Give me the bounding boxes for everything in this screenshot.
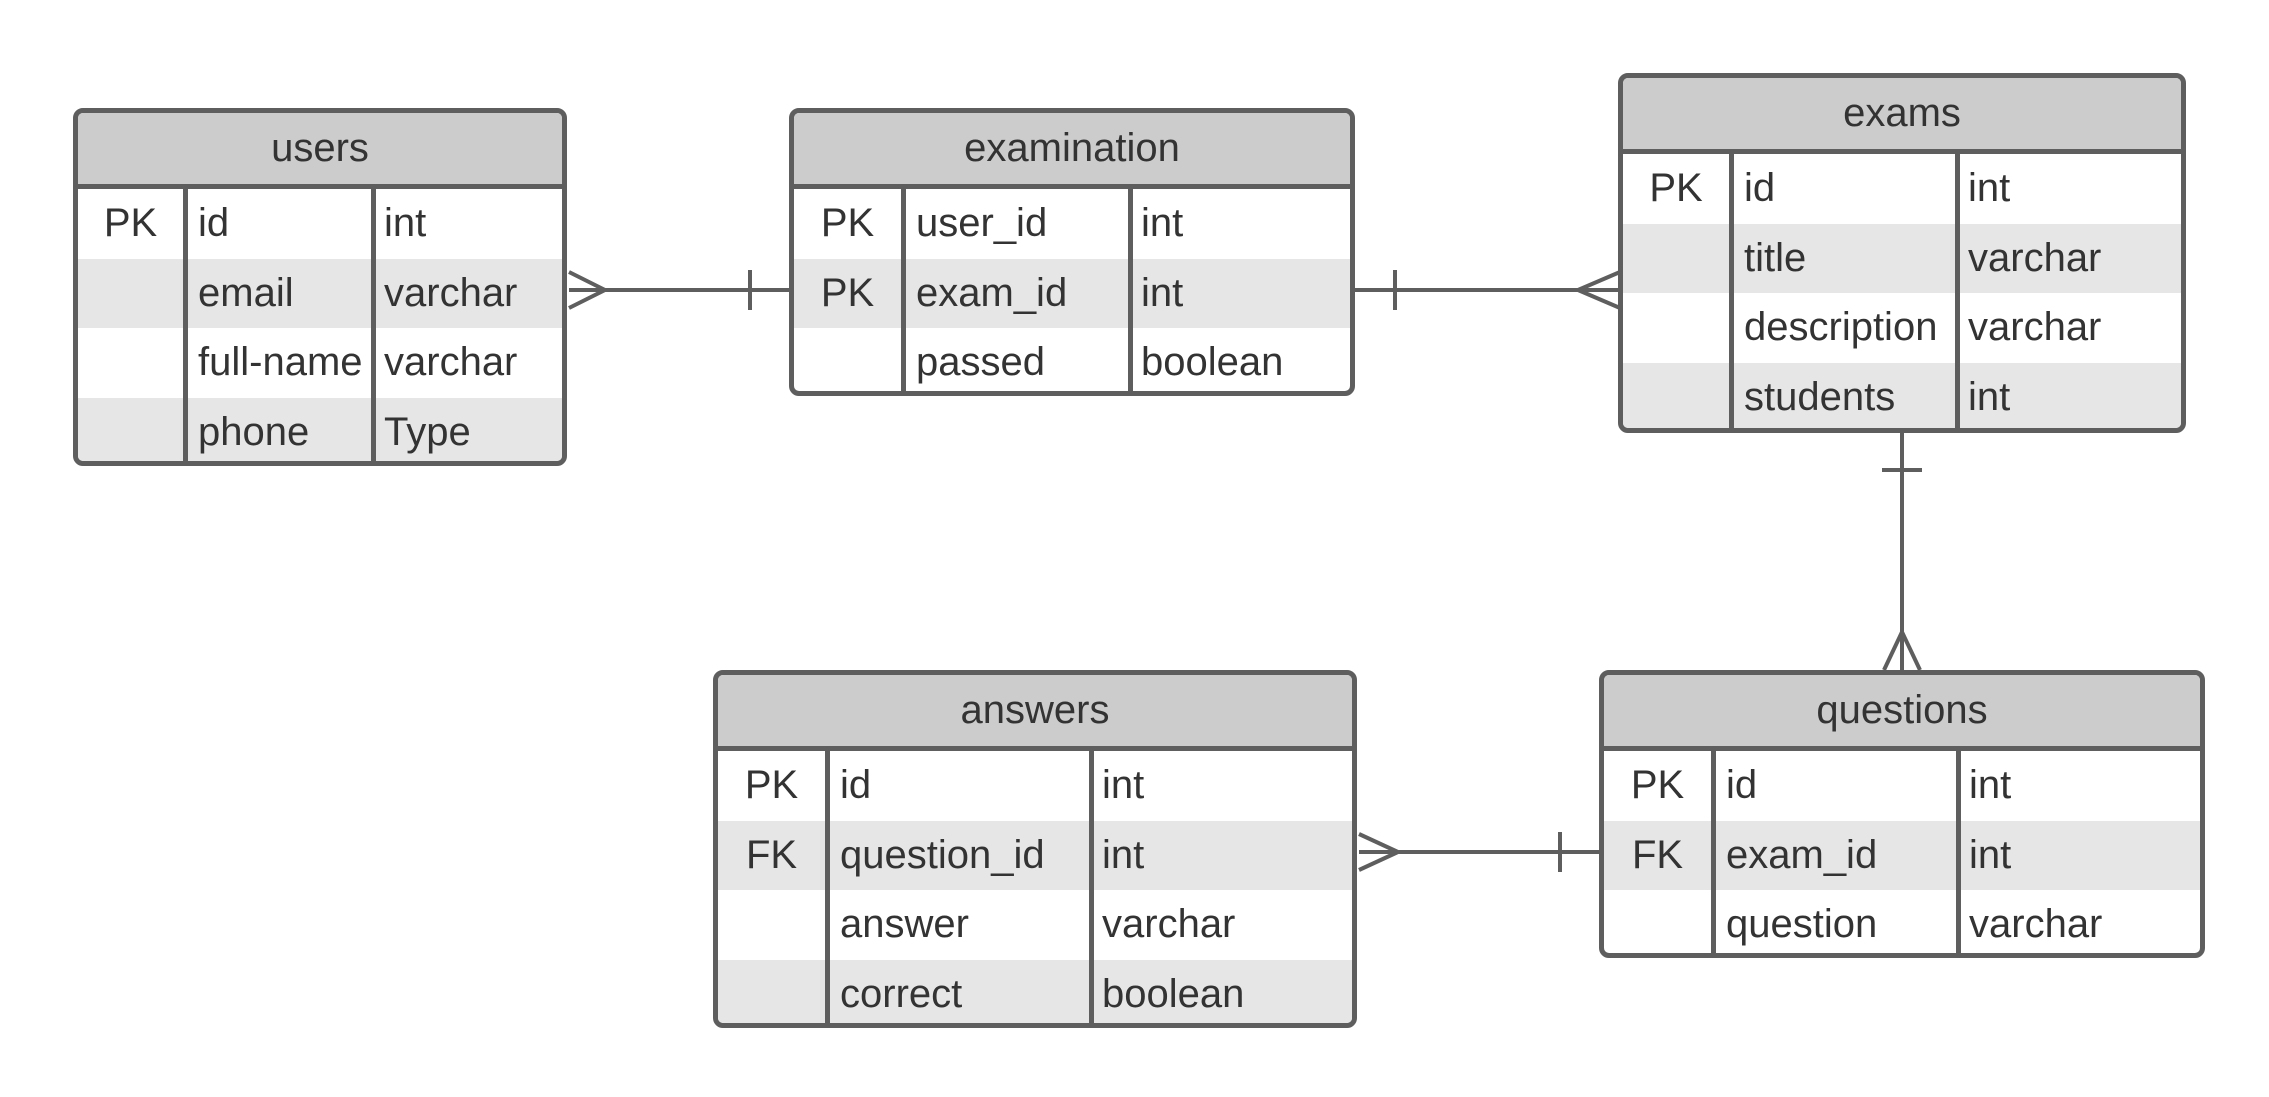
field-type-cell: varchar <box>384 270 518 315</box>
field-type-cell: varchar <box>384 340 518 384</box>
key-cell <box>718 890 830 960</box>
field-type-cell: boolean <box>1102 971 1245 1016</box>
field-name-cell: phone <box>188 397 376 461</box>
entity-title: questions <box>1604 675 2200 751</box>
field-type-cell: Type <box>384 409 471 454</box>
field-name-cell: answer <box>830 890 1094 960</box>
key-cell <box>1623 293 1734 363</box>
field-type-cell: varchar <box>1968 235 2102 280</box>
key-cell: PK <box>78 189 188 259</box>
key-cell: FK <box>1604 820 1716 890</box>
key-cell <box>1623 362 1734 428</box>
field-type-cell: varchar <box>1968 305 2102 349</box>
relationship-users-examination <box>568 270 790 310</box>
field-type-cell: int <box>1969 763 2012 807</box>
field-type-cell: int <box>1141 201 1184 245</box>
field-type-cell: boolean <box>1141 340 1284 384</box>
relationship-exams-questions <box>1882 432 1922 671</box>
field-type-cell: int <box>384 201 427 245</box>
field-type-cell: varchar <box>1969 902 2103 946</box>
key-cell <box>78 328 188 398</box>
field-name-cell: students <box>1734 362 1960 428</box>
field-name-cell: id <box>1716 751 1961 821</box>
field-type-cell: int <box>1969 832 2012 877</box>
key-cell: PK <box>794 189 906 259</box>
key-cell: PK <box>1604 751 1716 821</box>
field-name-cell: exam_id <box>906 258 1133 328</box>
field-name-cell: question_id <box>830 820 1094 890</box>
entity-title: examination <box>794 113 1350 189</box>
key-cell: PK <box>1623 154 1734 224</box>
field-name-cell: title <box>1734 223 1960 293</box>
key-cell: PK <box>794 258 906 328</box>
field-type-cell: int <box>1968 166 2011 210</box>
relationship-answers-questions <box>1358 832 1601 872</box>
field-type-cell: int <box>1102 832 1145 877</box>
entity-title: users <box>78 113 562 189</box>
field-type-cell: int <box>1102 763 1145 807</box>
key-cell <box>794 328 906 391</box>
key-cell <box>78 397 188 461</box>
key-cell <box>78 258 188 328</box>
field-name-cell: id <box>1734 154 1960 224</box>
key-cell <box>1604 890 1716 953</box>
key-cell <box>718 959 830 1023</box>
field-name-cell: full-name <box>188 328 376 398</box>
field-type-cell: varchar <box>1102 902 1236 946</box>
field-name-cell: id <box>188 189 376 259</box>
field-name-cell: description <box>1734 293 1960 363</box>
key-cell: FK <box>718 820 830 890</box>
field-type-cell: int <box>1968 374 2011 419</box>
field-name-cell: id <box>830 751 1094 821</box>
key-cell <box>1623 223 1734 293</box>
field-type-cell: int <box>1141 270 1184 315</box>
field-name-cell: exam_id <box>1716 820 1961 890</box>
key-cell: PK <box>718 751 830 821</box>
field-name-cell: user_id <box>906 189 1133 259</box>
field-name-cell: passed <box>906 328 1133 391</box>
field-name-cell: correct <box>830 959 1094 1023</box>
entity-title: answers <box>718 675 1352 751</box>
field-name-cell: question <box>1716 890 1961 953</box>
field-name-cell: email <box>188 258 376 328</box>
relationship-examination-exams <box>1353 270 1621 310</box>
entity-title: exams <box>1623 78 2181 154</box>
